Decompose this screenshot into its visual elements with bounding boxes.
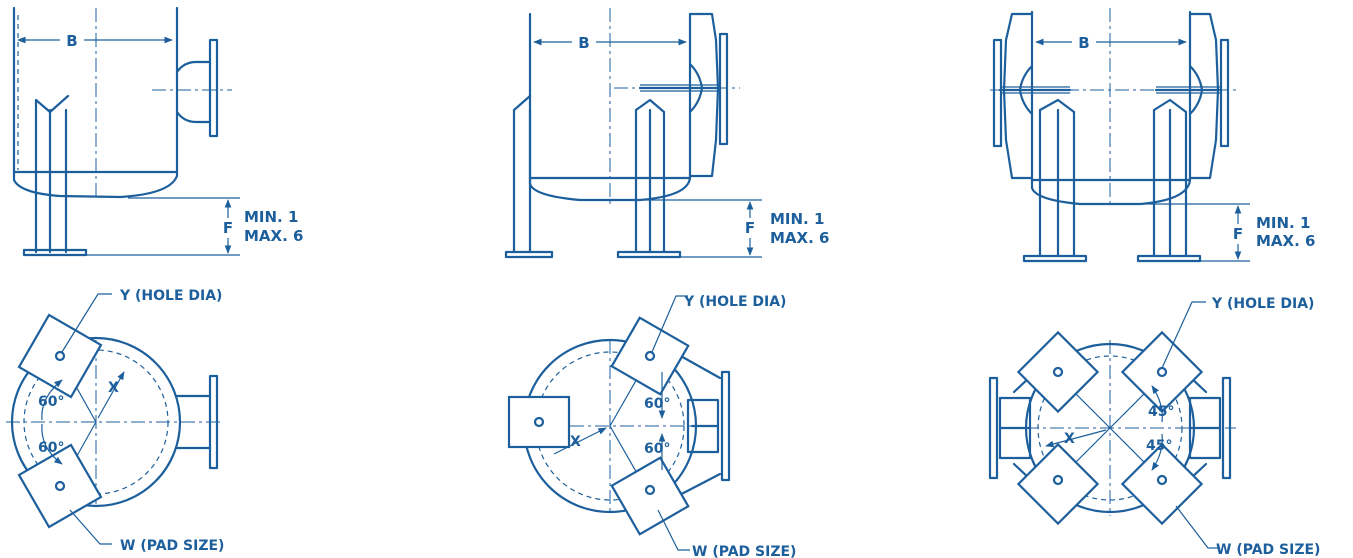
dim-b-label-2: B [578,34,589,52]
min-label-3: MIN. 1 [1256,214,1310,232]
dim-b-label-3: B [1078,34,1089,52]
angle-45-lower: 45° [1146,438,1172,454]
angle-45-upper: 45° [1148,404,1174,420]
angle-60-upper-2: 60° [644,396,670,412]
pad-size-label-3: W (PAD SIZE) [1216,542,1320,558]
angle-60-lower-2: 60° [644,441,670,457]
max-label: MAX. 6 [244,227,303,245]
dim-f-label-2: F [745,219,755,237]
angle-60-upper: 60° [38,394,64,410]
panel-two-legs: B F MIN. 1 MAX. 6 [6,6,303,554]
max-label-2: MAX. 6 [770,229,829,247]
dim-x-label: X [108,380,119,396]
angle-60-lower: 60° [38,440,64,456]
plan-view-1 [6,293,224,545]
hole-dia-label-2: Y (HOLE DIA) [683,294,786,310]
dim-f-label-3: F [1233,225,1243,243]
hole-dia-label: Y (HOLE DIA) [119,288,222,304]
plan-view-3 [988,301,1236,549]
pad-size-label: W (PAD SIZE) [120,538,224,554]
plan-view-2 [507,295,731,551]
pad-size-label-2: W (PAD SIZE) [692,544,796,558]
elevation-view-1 [12,6,240,257]
elevation-view-3 [990,8,1250,263]
dim-x-label-3: X [1064,431,1075,447]
dim-x-label-2: X [570,434,581,450]
dim-b-label: B [66,32,77,50]
min-label: MIN. 1 [244,208,298,226]
max-label-3: MAX. 6 [1256,232,1315,250]
elevation-view-2 [504,8,762,259]
panel-three-legs: B F MIN. 1 MAX. 6 [504,8,829,558]
min-label-2: MIN. 1 [770,210,824,228]
dim-f-label: F [223,219,233,237]
hole-dia-label-3: Y (HOLE DIA) [1211,296,1314,312]
panel-four-legs: B F MIN. 1 MAX. 6 [988,8,1320,558]
